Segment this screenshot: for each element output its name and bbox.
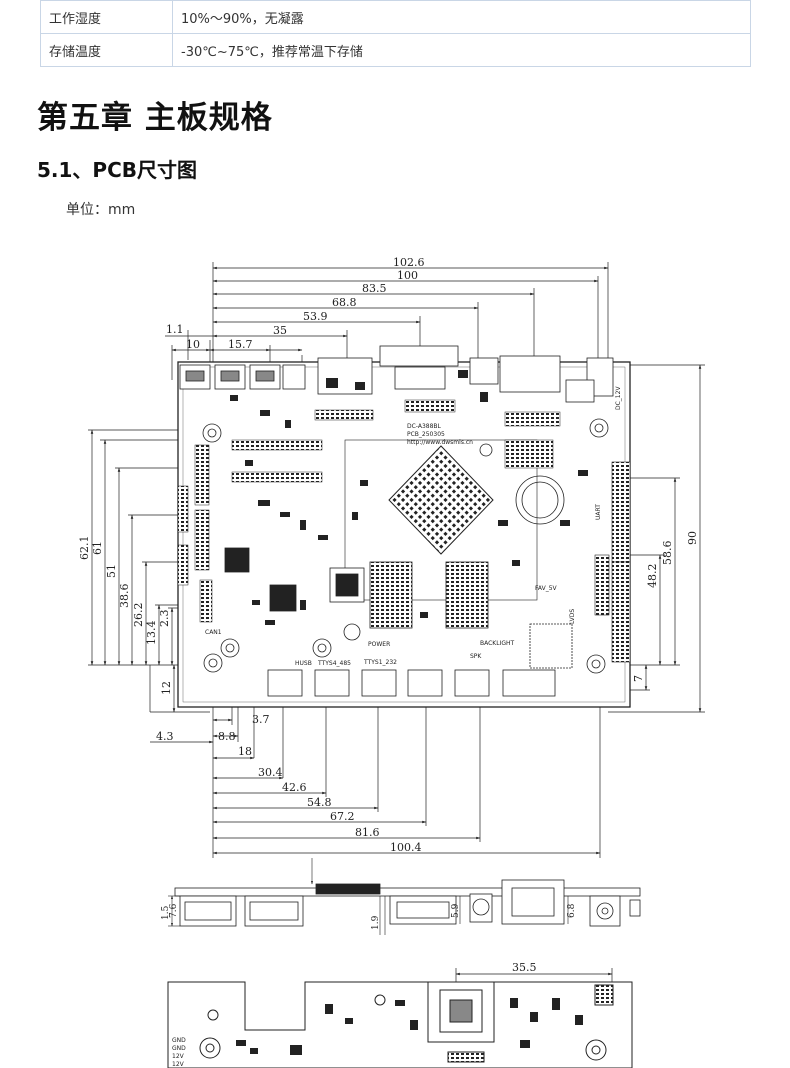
right-dimension-labels: 90 58.6 48.2 7: [632, 531, 699, 682]
pcb-board: DC_12V DC-A388BL PCB_250305 http://www.d…: [177, 345, 631, 708]
board-label: LVDS: [569, 609, 576, 624]
dim-label: 15.7: [228, 338, 253, 351]
dim-label: 58.6: [661, 541, 674, 566]
board-label: TTYS1_232: [363, 659, 397, 666]
chapter-title: 第五章 主板规格: [37, 100, 273, 136]
left-dimension-labels: 62.1 61 51 38.6 26.2 13.4 2.3 12: [78, 536, 173, 696]
board-label: TTYS4_485: [317, 660, 351, 667]
dim-label: 102.6: [393, 256, 425, 269]
table-row: 工作湿度 10%～90%，无凝露: [40, 0, 751, 34]
dim-label: 1.5: [161, 905, 171, 920]
dim-label: 8.8: [218, 730, 236, 743]
section-title: 5.1、PCB尺寸图: [37, 158, 198, 182]
table-row: 存储温度 -30℃~75℃，推荐常温下存储: [40, 33, 751, 67]
dim-label: 81.6: [355, 826, 380, 839]
dim-label: 90: [686, 531, 699, 545]
dim-label: 1.9: [371, 915, 381, 930]
dim-label: 54.8: [307, 796, 332, 809]
spec-table: 工作湿度 10%～90%，无凝露 存储温度 -30℃~75℃，推荐常温下存储: [40, 0, 751, 67]
dim-label: 10: [186, 338, 200, 351]
board-label: GND: [172, 1037, 186, 1044]
dim-label: 51: [105, 564, 118, 578]
dim-label: 7.6: [169, 903, 179, 918]
dim-label: 35.5: [512, 961, 537, 974]
dim-label: 1.1: [166, 323, 184, 336]
table-cell-value: 10%～90%，无凝露: [172, 0, 751, 34]
dim-label: 30.4: [258, 766, 283, 779]
dim-label: 6.8: [567, 903, 577, 918]
board-label: PCB_250305: [407, 431, 445, 438]
dim-label: 100: [397, 269, 418, 282]
board-label: POWER: [368, 641, 390, 648]
dim-label: 61: [91, 541, 104, 555]
top-dimension-labels: 102.6 100 83.5 68.8 53.9 35 1.1 10 15.7: [166, 256, 425, 351]
board-label: http://www.dwsmls.cn: [407, 439, 473, 446]
board-label: FAV_5V: [535, 585, 558, 592]
dim-label: 4.3: [156, 730, 174, 743]
dim-label: 53.9: [303, 310, 328, 323]
dim-label: 26.2: [132, 603, 145, 628]
unit-label: 单位：mm: [66, 202, 136, 218]
rear-view: 35.5 GND GND 12V 12V: [167, 961, 633, 1068]
dim-label: 2.3: [158, 610, 171, 628]
dim-label: 68.8: [332, 296, 357, 309]
board-label: CAN1: [205, 629, 222, 636]
board-label: DC-A388BL: [407, 423, 442, 430]
dim-label: 100.4: [390, 841, 422, 854]
dim-label: 83.5: [362, 282, 387, 295]
dim-label: 18: [238, 745, 252, 758]
board-label: BACKLIGHT: [480, 640, 515, 647]
bottom-dimension-lines: [150, 690, 601, 858]
left-dimension-lines: [88, 429, 210, 713]
dim-label: 5.9: [451, 903, 461, 918]
dim-label: 67.2: [330, 810, 355, 823]
board-label: SPK: [470, 653, 482, 660]
board-label: 12V: [172, 1061, 185, 1068]
board-label: 12V: [172, 1053, 185, 1060]
board-label: HUSB: [295, 660, 312, 667]
board-label: DC_12V: [615, 386, 622, 410]
board-labels: DC-A388BL PCB_250305 http://www.dwsmls.c…: [205, 423, 602, 667]
dim-label: 62.1: [78, 536, 91, 561]
board-label: UART: [595, 504, 602, 520]
side-view: 1.5 7.6 1.9 5.9 6.8: [161, 858, 641, 935]
dim-label: 7: [632, 675, 645, 682]
board-label: GND: [172, 1045, 186, 1052]
bottom-dimension-labels: 3.7 4.3 8.8 18 30.4 42.6 54.8 67.2 81.6 …: [156, 713, 422, 854]
dim-label: 12: [160, 681, 173, 695]
dim-label: 3.7: [252, 713, 270, 726]
dim-label: 48.2: [646, 564, 659, 589]
table-cell-value: -30℃~75℃，推荐常温下存储: [172, 33, 751, 67]
dim-label: 42.6: [282, 781, 307, 794]
table-cell-label: 工作湿度: [40, 0, 173, 34]
dim-label: 38.6: [118, 584, 131, 609]
dim-label: 13.4: [145, 621, 158, 646]
dim-label: 35: [273, 324, 287, 337]
right-dimension-lines: [608, 364, 705, 713]
